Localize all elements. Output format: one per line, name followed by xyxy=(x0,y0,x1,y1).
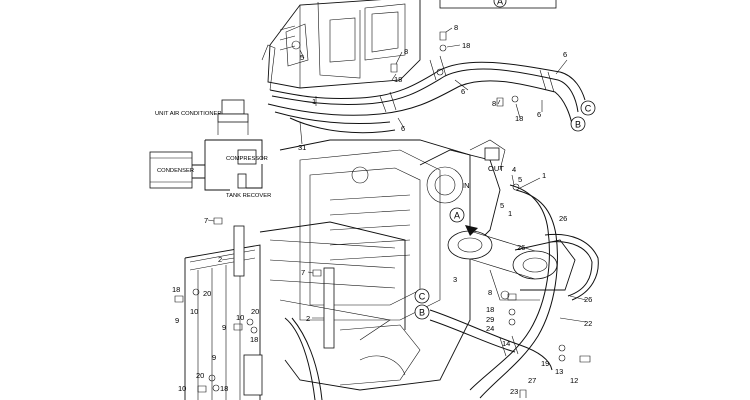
part-label-5-top: 5 xyxy=(300,53,304,62)
part-label-18-top: 18 xyxy=(462,41,470,50)
part-label-15: 13 xyxy=(555,367,563,376)
callout-b-lower-label: B xyxy=(419,308,425,318)
part-label-4: 4 xyxy=(512,165,516,174)
unit-block xyxy=(221,99,245,115)
part-label-7-left: 7 xyxy=(204,216,208,225)
arrow-icon xyxy=(465,225,478,236)
condenser-assembly xyxy=(184,221,406,400)
part-label-18-lower: 18 xyxy=(486,305,494,314)
port-in-label: IN xyxy=(462,181,470,190)
part-label-12-a: 9 xyxy=(175,316,179,325)
callout-c-lower-label: C xyxy=(419,292,426,302)
unit-air-conditioner-label: UNIT AIR CONDITIONER xyxy=(155,111,222,117)
part-label-20-a: 20 xyxy=(203,289,211,298)
part-label-20-c: 20 xyxy=(196,371,204,380)
upper-hoses xyxy=(267,55,586,134)
callout-a-top-label: A xyxy=(497,0,503,7)
part-label-14-b: 10 xyxy=(236,313,244,322)
part-label-20-b: 20 xyxy=(251,307,259,316)
part-label-7-mid: 7 xyxy=(301,268,305,277)
part-label-10: 10 xyxy=(178,384,186,393)
part-label-1-lower: 1 xyxy=(508,209,512,218)
part-label-27: 27 xyxy=(528,376,536,385)
callout-b-upper: B xyxy=(570,116,586,132)
part-label-2-right: 2 xyxy=(306,314,310,323)
part-label-29: 29 xyxy=(486,315,494,324)
tank-recover-box xyxy=(237,173,247,189)
part-label-24: 24 xyxy=(486,324,494,333)
part-label-8-top: 8 xyxy=(454,23,458,32)
part-label-26-c: 26 xyxy=(584,295,592,304)
part-label-8-lower: 8 xyxy=(488,288,492,297)
callout-b-upper-label: B xyxy=(575,120,581,130)
pulley-compressor xyxy=(512,250,558,280)
callout-c-lower: C xyxy=(414,288,430,304)
part-label-8-mid: 8 xyxy=(404,47,408,56)
callout-a-top xyxy=(493,0,507,8)
part-label-23: 23 xyxy=(510,387,518,396)
fasteners xyxy=(174,31,591,398)
part-label-16: 14 xyxy=(502,339,510,348)
tank-recover-label: TANK RECOVER xyxy=(226,193,271,199)
part-label-26-b: 26 xyxy=(559,214,567,223)
part-label-5-lower: 5 xyxy=(500,201,504,210)
leader-lines xyxy=(207,27,587,323)
part-label-1-right: 1 xyxy=(542,171,546,180)
part-label-31: 31 xyxy=(298,143,306,152)
part-label-2-left: 2 xyxy=(218,255,222,264)
part-label-6-c: 6 xyxy=(537,110,541,119)
part-label-6-d: 6 xyxy=(401,124,405,133)
part-label-3: 3 xyxy=(453,275,457,284)
engine-block xyxy=(279,139,471,391)
receiver-drier xyxy=(243,354,263,396)
part-label-6-b: 6 xyxy=(461,87,465,96)
part-label-12-b: 9 xyxy=(222,323,226,332)
ac-schematic: UNIT AIR CONDITIONER CONDENSER COMPRESSO… xyxy=(149,99,271,199)
part-label-18-mid: 18 xyxy=(394,75,402,84)
callout-a: A xyxy=(449,207,465,223)
callout-c-upper-label: C xyxy=(585,104,592,114)
part-label-18-right: 18 xyxy=(515,114,523,123)
condenser-label: CONDENSER xyxy=(157,168,194,174)
compressor-label: COMPRESSOR xyxy=(226,156,268,162)
part-label-9: 9 xyxy=(212,353,216,362)
port-out-label: OUT xyxy=(488,164,504,173)
part-label-6-a: 6 xyxy=(563,50,567,59)
part-label-19: 19 xyxy=(541,359,549,368)
part-label-14-a: 10 xyxy=(190,307,198,316)
callout-box-top: A xyxy=(439,0,557,9)
callout-c-upper: C xyxy=(580,100,596,116)
part-labels: 8 18 8 18 5 1 31 6 6 6 6 8 18 4 5 1 5 1 … xyxy=(172,23,592,396)
callout-a-label: A xyxy=(454,211,460,221)
part-label-18-lowleft: 18 xyxy=(250,335,258,344)
part-label-8-right: 8 xyxy=(492,99,496,108)
part-label-18-bottom: 18 xyxy=(220,384,228,393)
part-label-13: 12 xyxy=(570,376,578,385)
part-label-5-right: 5 xyxy=(518,175,522,184)
part-label-22: 22 xyxy=(584,319,592,328)
right-hoses xyxy=(429,184,599,399)
compressor-box xyxy=(237,149,257,165)
part-label-1-top: 1 xyxy=(312,97,316,106)
air-conditioner-unit xyxy=(261,0,421,91)
callout-b-lower: B xyxy=(414,304,430,320)
part-label-26-a: 26 xyxy=(517,243,525,252)
part-label-18-left: 18 xyxy=(172,285,180,294)
bracket-left xyxy=(233,225,245,277)
